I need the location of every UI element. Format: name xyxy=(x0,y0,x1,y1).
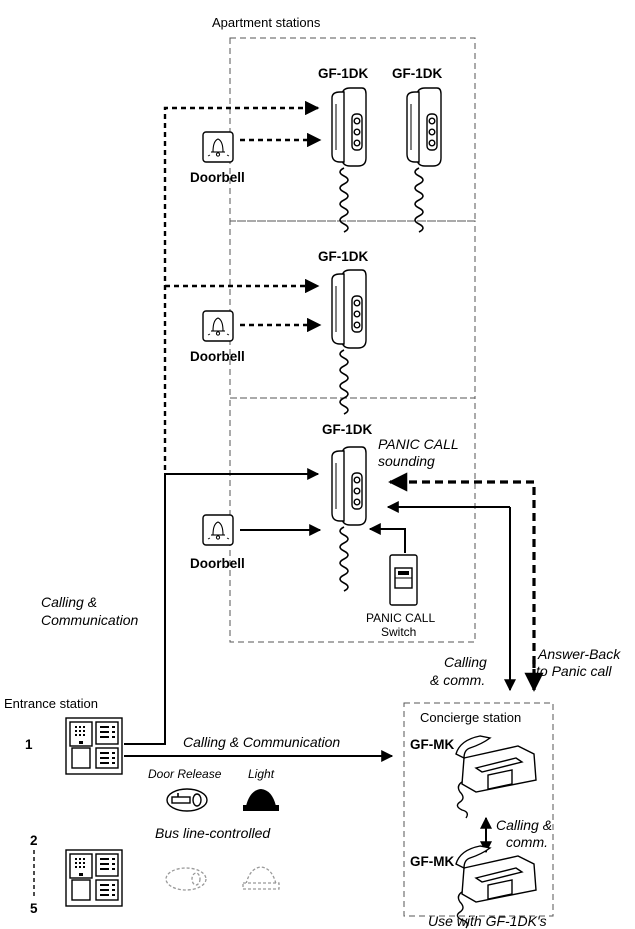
calling-comm-label2: & comm. xyxy=(430,672,485,688)
lamp-icon-faded xyxy=(242,866,280,890)
concierge-calling-label2: comm. xyxy=(506,834,548,850)
model-label-3: GF-1DK xyxy=(322,422,373,437)
panic-sounding-line2: sounding xyxy=(378,453,435,469)
light-label: Light xyxy=(248,767,275,781)
answer-back-line xyxy=(388,472,536,690)
bell-icon xyxy=(202,131,234,163)
entrance-panel-icon xyxy=(65,849,123,907)
entrance-num-1: 1 xyxy=(25,737,33,752)
doorbell-label-1: Doorbell xyxy=(190,170,245,185)
panic-sounding-line1: PANIC CALL xyxy=(378,436,459,452)
key-icon xyxy=(166,788,208,812)
calling-communication-label1: Calling & xyxy=(41,594,97,610)
door-release-label: Door Release xyxy=(148,767,222,781)
concierge-box xyxy=(403,702,554,917)
entrance-num-5: 5 xyxy=(30,901,38,916)
answer-back-label2: to Panic call xyxy=(536,663,612,679)
concierge-calling-label1: Calling & xyxy=(496,817,552,833)
doorbell-label-2: Doorbell xyxy=(190,349,245,364)
calling-comm-label1: Calling xyxy=(444,654,487,670)
intercom-handset-icon xyxy=(331,446,367,592)
concierge-model-1: GF-MK xyxy=(410,737,454,752)
panic-switch-label2: Switch xyxy=(381,625,416,639)
concierge-model-2: GF-MK xyxy=(410,854,454,869)
desk-phone-icon xyxy=(455,735,537,819)
entrance-num-2: 2 xyxy=(30,833,38,848)
entrance-panel-icon xyxy=(65,717,123,775)
key-icon-faded xyxy=(165,867,207,891)
answer-back-label1: Answer-Back xyxy=(537,646,621,662)
entrance-to-apartment-line xyxy=(124,468,320,745)
intercom-handset-icon xyxy=(331,87,367,233)
calling-communication-label2: Communication xyxy=(41,612,138,628)
intercom-handset-icon xyxy=(406,87,442,233)
panic-switch-label1: PANIC CALL xyxy=(366,611,435,625)
model-label-1b: GF-1DK xyxy=(392,66,443,81)
bell-icon xyxy=(202,514,234,546)
concierge-station-title: Concierge station xyxy=(420,710,521,725)
model-label-2: GF-1DK xyxy=(318,249,369,264)
bell-icon xyxy=(202,310,234,342)
lamp-icon xyxy=(243,789,279,811)
model-label-1a: GF-1DK xyxy=(318,66,369,81)
intercom-handset-icon xyxy=(331,269,367,415)
bus-controlled-label: Bus line-controlled xyxy=(155,825,271,841)
use-with-label: Use with GF-1DK's xyxy=(428,913,547,929)
panic-switch-icon xyxy=(389,554,418,606)
feeder-line-1 xyxy=(163,100,320,470)
doorbell-label-3: Doorbell xyxy=(190,556,245,571)
entrance-station-title: Entrance station xyxy=(4,696,98,711)
apartment-stations-title: Apartment stations xyxy=(212,15,321,30)
panic-switch-line xyxy=(368,523,406,553)
calling-communication-line-label: Calling & Communication xyxy=(183,734,340,750)
